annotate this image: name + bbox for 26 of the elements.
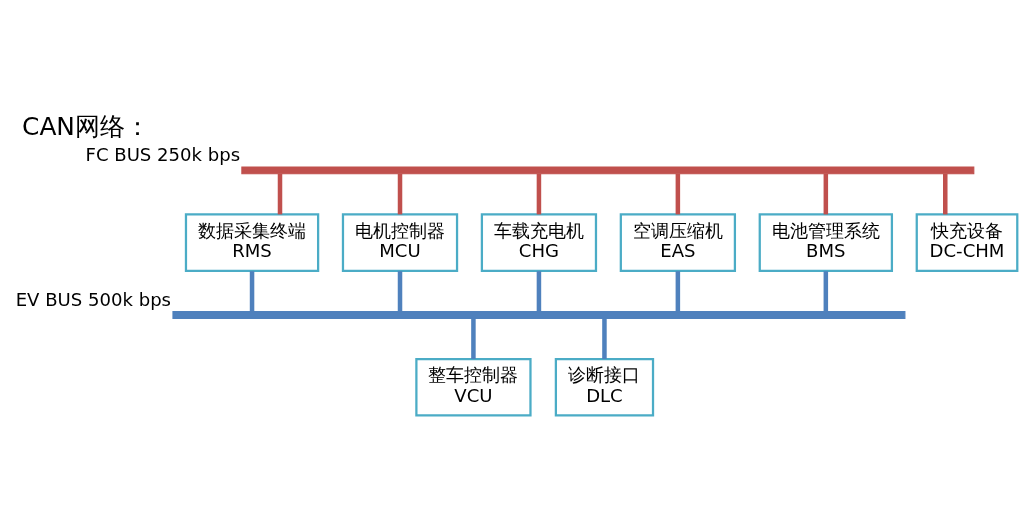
connector	[249, 270, 254, 311]
connector	[397, 270, 402, 311]
connector	[675, 270, 680, 311]
node-box: 数据采集终端 RMS	[184, 212, 319, 272]
node-box: 车载充电机 CHG	[480, 212, 597, 272]
connector	[823, 173, 828, 214]
connector	[277, 173, 282, 214]
node-bar	[171, 310, 905, 319]
connector	[536, 173, 541, 214]
connector	[675, 173, 680, 214]
node-box: 电池管理系统 BMS	[758, 212, 893, 272]
diagram-title: CAN网络：	[21, 111, 150, 141]
node-box: 诊断接口 DLC	[554, 357, 654, 417]
node-box: 快充设备 DC-CHM	[915, 212, 1018, 272]
node-box: 整车控制器 VCU	[414, 357, 532, 417]
connector	[601, 317, 607, 359]
node-box: 空调压缩机 EAS	[619, 212, 736, 272]
node-label: EV BUS 500k bps	[15, 288, 171, 310]
connector	[536, 270, 541, 311]
connector	[470, 317, 476, 359]
connector	[397, 173, 402, 214]
connector	[942, 173, 948, 214]
node-bar	[240, 165, 974, 174]
connector	[823, 270, 828, 311]
node-box: 电机控制器 MCU	[341, 212, 458, 272]
node-label: FC BUS 250k bps	[85, 143, 240, 165]
